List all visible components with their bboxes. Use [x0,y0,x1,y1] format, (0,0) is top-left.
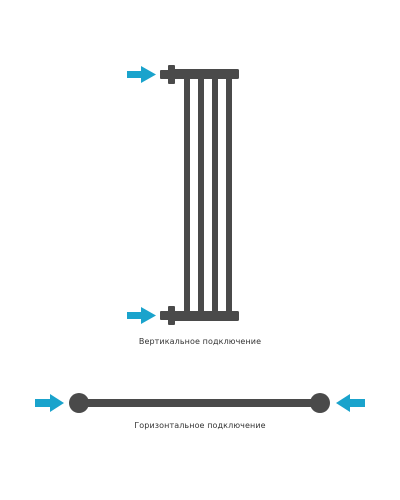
vertical-connection-caption: Вертикальное подключение [138,337,262,346]
radiator-tube [226,73,232,317]
right-arrow-icon [127,66,156,83]
right-end-cap [310,393,330,413]
bottom-inlet-fitting [168,306,175,325]
horizontal-pipe-assembly [69,393,330,413]
vertical-radiator [160,65,239,325]
left-arrow-icon [336,394,365,412]
left-end-cap [69,393,89,413]
top-inlet-nozzle [160,70,169,79]
radiator-tube [198,73,204,317]
horizontal-connection-caption: Горизонтальное подключение [134,421,266,430]
radiator-tube [184,73,190,317]
right-arrow-icon [127,307,156,324]
horizontal-pipe [80,399,320,407]
right-arrow-icon [35,394,64,412]
top-inlet-fitting [168,65,175,84]
radiator-tube [212,73,218,317]
bottom-inlet-nozzle [160,311,169,320]
